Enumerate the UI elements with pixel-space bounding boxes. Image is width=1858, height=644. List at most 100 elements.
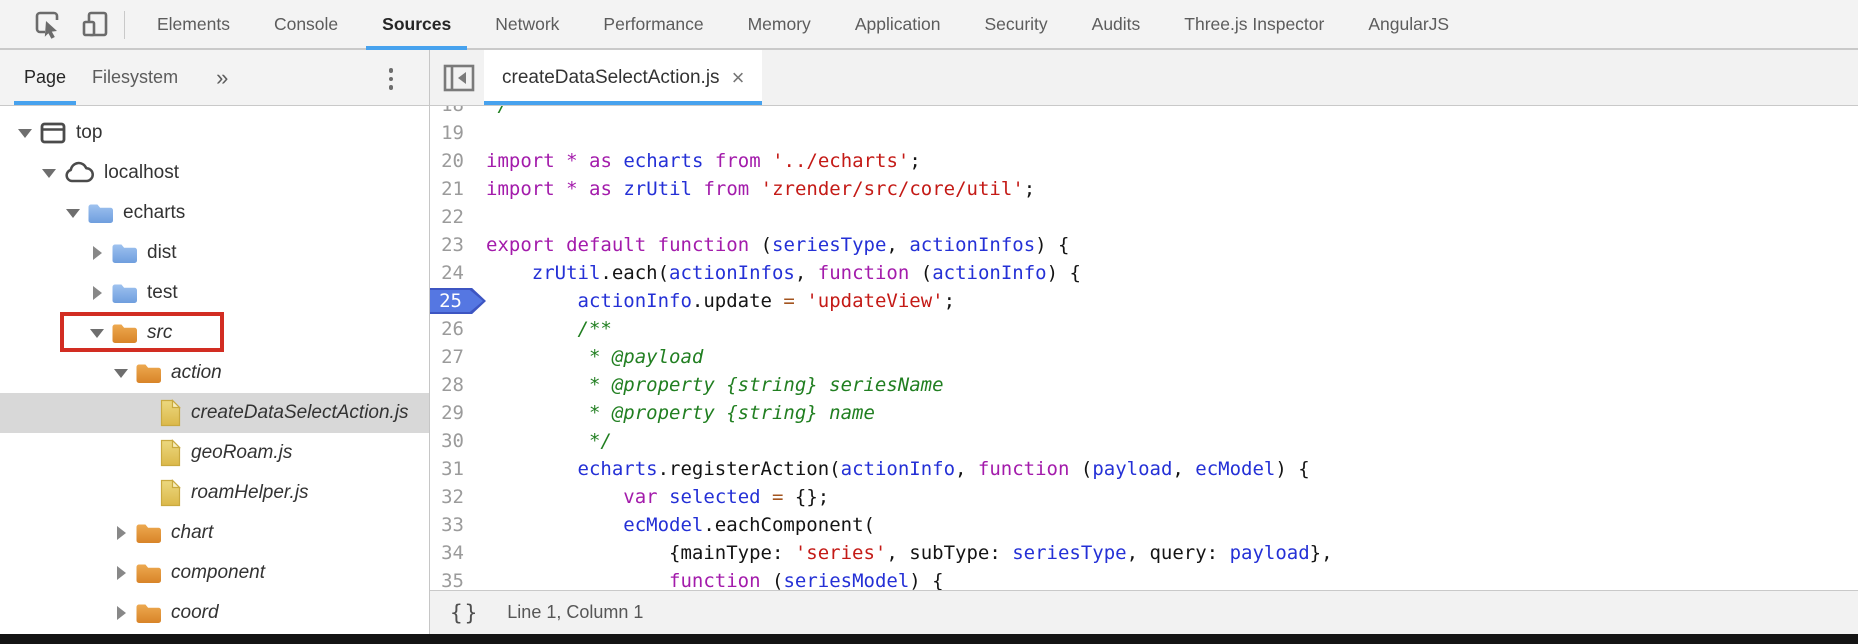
tree-item-top[interactable]: top [0,113,429,153]
disclosure-triangle-icon[interactable] [86,329,108,338]
tree-item-action[interactable]: action [0,353,429,393]
tab-page[interactable]: Page [13,50,77,105]
code-line-35[interactable]: 35 function (seriesModel) { [430,567,1858,590]
breakpoint-marker[interactable]: 25 [430,288,486,314]
tree-item-echarts[interactable]: echarts [0,193,429,233]
code-line-22[interactable]: 22 [430,203,1858,231]
tree-item-createdataselectaction-js[interactable]: createDataSelectAction.js [0,393,429,433]
code-line-27[interactable]: 27 * @payload [430,343,1858,371]
line-number[interactable]: 23 [441,234,464,256]
tree-item-coord[interactable]: coord [0,593,429,633]
folder-blue-icon [87,202,114,224]
tree-item-georoam-js[interactable]: geoRoam.js [0,433,429,473]
tab-filesystem[interactable]: Filesystem [92,67,179,87]
code-line-34[interactable]: 34 {mainType: 'series', subType: seriesT… [430,539,1858,567]
tree-item-test[interactable]: test [0,273,429,313]
inspect-element-icon[interactable] [30,7,64,41]
devtools-tab-security[interactable]: Security [984,13,1048,34]
disclosure-triangle-icon[interactable] [110,566,132,580]
line-number[interactable]: 20 [441,150,464,172]
devtools-tab-memory[interactable]: Memory [747,13,811,34]
disclosure-triangle-icon[interactable] [86,286,108,300]
disclosure-triangle-icon[interactable] [38,169,60,178]
folder-orange-icon [135,522,162,544]
tree-item-dist[interactable]: dist [0,233,429,273]
disclosure-triangle-icon[interactable] [62,209,84,218]
close-tab-icon[interactable]: × [731,64,745,90]
line-number[interactable]: 19 [441,122,464,144]
line-number[interactable]: 27 [441,346,464,368]
code-line-24[interactable]: 24 zrUtil.each(actionInfos, function (ac… [430,259,1858,287]
line-number[interactable]: 24 [441,262,464,284]
code-text [474,203,486,231]
disclosure-triangle-icon[interactable] [14,129,36,138]
tree-item-src[interactable]: src [0,313,429,353]
tree-item-label: roamHelper.js [191,482,309,503]
devtools-tab-network[interactable]: Network [495,13,560,34]
code-line-32[interactable]: 32 var selected = {}; [430,483,1858,511]
collapse-navigator-icon[interactable] [442,64,476,92]
menu-kebab-icon[interactable] [385,64,398,94]
devtools-tab-sources[interactable]: Sources [360,0,473,50]
devtools-tabs: Elements Console Sources Network Performance… [135,0,1471,50]
tree-item-label: localhost [104,162,179,183]
window-icon [39,121,67,145]
pretty-print-icon[interactable]: {} [450,600,480,625]
tree-item-label: component [171,562,266,583]
disclosure-triangle-icon[interactable] [110,606,132,620]
line-number[interactable]: 22 [441,206,464,228]
devtools-tab-application[interactable]: Application [854,13,941,34]
line-number[interactable]: 26 [441,318,464,340]
code-line-33[interactable]: 33 ecModel.eachComponent( [430,511,1858,539]
devtools-tab-three-js-inspector[interactable]: Three.js Inspector [1184,13,1325,34]
toolbar-separator [124,11,125,39]
code-line-30[interactable]: 30 */ [430,427,1858,455]
code-line-18[interactable]: 18*/ [430,106,1858,119]
file-tab-createDataSelectAction[interactable]: createDataSelectAction.js × [484,50,763,105]
line-number[interactable]: 33 [441,514,464,536]
code-line-29[interactable]: 29 * @property {string} name [430,399,1858,427]
code-text: * @payload [486,346,704,368]
code-line-26[interactable]: 26 /** [430,315,1858,343]
devtools-tab-elements[interactable]: Elements [157,13,230,34]
line-number[interactable]: 28 [441,374,464,396]
code-line-19[interactable]: 19 [430,119,1858,147]
line-number[interactable]: 18 [430,106,474,119]
line-number[interactable]: 32 [441,486,464,508]
code-line-31[interactable]: 31 echarts.registerAction(actionInfo, fu… [430,455,1858,483]
disclosure-triangle-icon[interactable] [86,246,108,260]
line-number[interactable]: 21 [441,178,464,200]
file-icon [159,439,182,467]
line-number[interactable]: 31 [441,458,464,480]
line-number[interactable]: 30 [441,430,464,452]
device-toolbar-icon[interactable] [78,7,112,41]
tree-item-roamhelper-js[interactable]: roamHelper.js [0,473,429,513]
disclosure-triangle-icon[interactable] [110,526,132,540]
code-line-25[interactable]: 25 actionInfo.update = 'updateView'; [430,287,1858,315]
file-tab-label: createDataSelectAction.js [502,66,720,88]
tree-item-label: geoRoam.js [191,442,293,463]
line-number[interactable]: 34 [441,542,464,564]
tree-item-component[interactable]: component [0,553,429,593]
editor-pane: createDataSelectAction.js × 18*/ 19 20impo… [430,50,1858,634]
tree-item-chart[interactable]: chart [0,513,429,553]
devtools-tab-audits[interactable]: Audits [1091,13,1141,34]
disclosure-triangle-icon[interactable] [110,369,132,378]
tree-item-localhost[interactable]: localhost [0,153,429,193]
devtools-tab-performance[interactable]: Performance [603,13,704,34]
code-text: */ [474,106,509,119]
devtools-tab-console[interactable]: Console [273,13,339,34]
devtools-tab-angularjs[interactable]: AngularJS [1368,13,1450,34]
line-number[interactable]: 29 [441,402,464,424]
more-tabs-chevron[interactable]: » [216,64,229,90]
code-line-28[interactable]: 28 * @property {string} seriesName [430,371,1858,399]
folder-orange-icon [135,562,162,584]
line-number[interactable]: 35 [441,570,464,590]
